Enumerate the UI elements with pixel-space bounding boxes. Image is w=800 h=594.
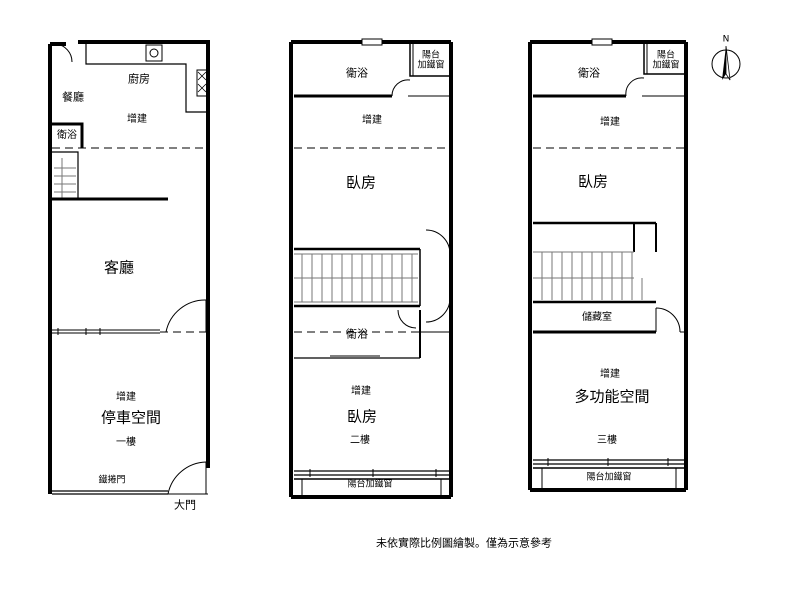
floor1-sink xyxy=(145,44,163,62)
floor2-addition-top-label: 增建 xyxy=(362,115,382,126)
floor2-bath-mid-label: 衛浴 xyxy=(346,327,368,341)
floor2-door-arc-b xyxy=(425,297,451,323)
floor2-bath-top-label: 衛浴 xyxy=(346,66,368,80)
floor3-bedroom-label: 臥房 xyxy=(577,172,609,191)
floor3-addition-top-label: 增建 xyxy=(600,117,620,128)
floor1-kitchen-label: 廚房 xyxy=(128,72,150,86)
floor1-addition-parking-label: 增建 xyxy=(116,392,136,403)
floor1-floor-label: 一樓 xyxy=(116,437,136,448)
floor3-balcony-window-label: 陽台 加鐵窗 xyxy=(652,50,680,71)
floor1-inner-door-arc xyxy=(165,299,207,333)
floor3-plan xyxy=(528,38,688,492)
north-arrow-icon xyxy=(711,45,741,81)
floor3-multi-room-label: 多功能空間 xyxy=(574,387,650,406)
floor1-shutter-label: 鐵捲門 xyxy=(98,475,126,486)
floor2-floor-label: 二樓 xyxy=(350,435,370,446)
floor1-dining-label: 餐廳 xyxy=(62,90,84,104)
floor2-addition-bottom-label: 增建 xyxy=(351,386,371,397)
floor2-door-arc-a xyxy=(425,229,451,255)
floor3-floor-label: 三樓 xyxy=(597,435,617,446)
floor2-bedroom-top-label: 臥房 xyxy=(345,173,377,192)
floor1-kitchen-counter xyxy=(85,44,208,113)
floor3-storage-label: 儲藏室 xyxy=(582,312,612,323)
floor3-stair-treads xyxy=(541,252,643,300)
floor2-balcony-window-label: 陽台 加鐵窗 xyxy=(417,50,445,71)
scale-disclaimer-note: 未依實際比例圖繪製。僅為示意參考 xyxy=(376,536,552,550)
compass-north-label: N xyxy=(722,34,730,45)
floor1-plan xyxy=(48,40,210,495)
floor3-balcony-box xyxy=(643,44,686,75)
floor1-back-door-arc xyxy=(55,43,73,63)
floor2-plan xyxy=(289,38,453,499)
floor1-parking-label: 停車空間 xyxy=(100,408,162,427)
floor1-stair-outline xyxy=(52,151,79,198)
floor2-stair-treads xyxy=(301,254,413,302)
floor3-bath-top-label: 衛浴 xyxy=(578,66,600,80)
floor2-bedroom-bottom-label: 臥房 xyxy=(346,407,378,426)
floor1-sink-basin xyxy=(149,48,159,58)
floor2-front-balcony-label: 陽台加鐵窗 xyxy=(347,479,393,490)
floor3-addition-bottom-label: 增建 xyxy=(600,369,620,380)
floor1-bath-label: 衛浴 xyxy=(57,130,77,141)
floor3-front-balcony-label: 陽台加鐵窗 xyxy=(586,472,632,483)
floor1-addition-top-label: 增建 xyxy=(127,114,147,125)
floor1-bath-wall xyxy=(50,122,84,148)
floor1-living-label: 客廳 xyxy=(103,258,135,277)
floor2-balcony-box xyxy=(409,44,451,77)
floor1-main-door-label: 大門 xyxy=(174,498,196,512)
floor1-main-door-arc xyxy=(167,461,207,495)
floor1-stove xyxy=(196,69,208,97)
